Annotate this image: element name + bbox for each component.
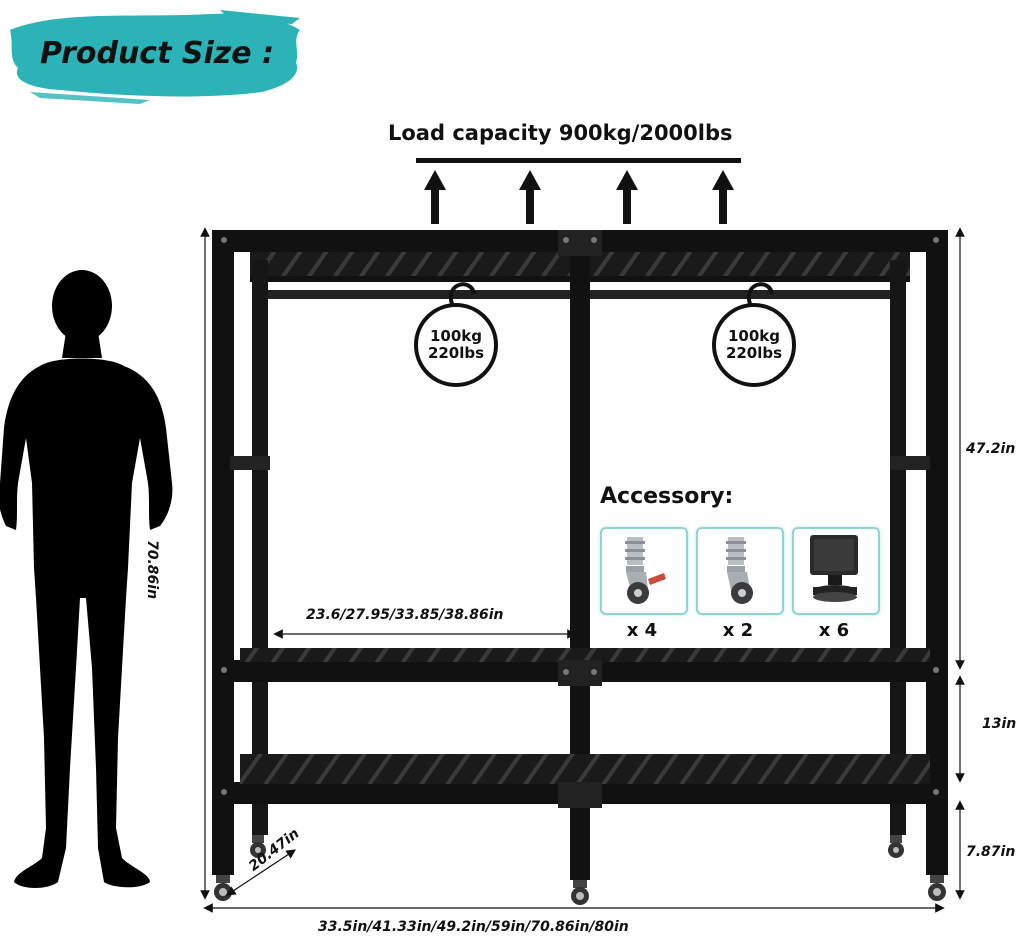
post-front-right	[926, 230, 948, 875]
up-arrow-icon	[519, 170, 541, 224]
hook-icon	[448, 282, 476, 305]
post-front-left	[212, 230, 234, 875]
hanger-load-right: 100kg 220lbs	[712, 303, 796, 387]
post-center	[570, 230, 590, 880]
storage-rack	[212, 230, 948, 905]
hanger-lbs: 220lbs	[725, 344, 783, 362]
hanger-lbs: 220lbs	[427, 344, 485, 362]
dimension-shelf-width: 23.6/27.95/33.85/38.86in	[306, 607, 504, 623]
caster-wheel-icon	[571, 880, 589, 905]
header-banner: Product Size :	[0, 0, 320, 110]
caster-wheel-icon	[888, 835, 904, 858]
hook-icon	[746, 282, 774, 305]
dimension-middle-section: 13in	[982, 716, 1017, 732]
up-arrow-icon	[616, 170, 638, 224]
dimension-top-section: 47.2in	[966, 441, 1016, 457]
dimension-bottom-section: 7.87in	[966, 844, 1016, 860]
load-bar	[416, 158, 741, 163]
hanger-hooks	[448, 282, 774, 305]
load-arrows	[424, 170, 734, 224]
caster-wheel-brake-icon	[625, 537, 666, 604]
accessory-item-caster	[696, 527, 784, 615]
load-capacity-label: Load capacity 900kg/2000lbs	[388, 121, 733, 145]
accessory-title: Accessory:	[600, 484, 734, 509]
brush-stroke-decoration	[10, 10, 300, 104]
page-title: Product Size :	[40, 36, 275, 71]
accessory-qty: x 2	[722, 620, 754, 641]
dimension-total-height: 70.86in	[144, 540, 160, 600]
caster-wheel-icon	[928, 875, 946, 901]
person-silhouette-icon	[0, 270, 173, 888]
leveling-foot-icon	[810, 535, 858, 602]
up-arrow-icon	[712, 170, 734, 224]
post-back-left	[252, 260, 268, 835]
accessory-qty: x 6	[818, 620, 850, 641]
hanger-kg: 100kg	[727, 327, 781, 345]
accessory-qty: x 4	[626, 620, 658, 641]
caster-wheel-icon	[726, 537, 753, 604]
post-back-right	[890, 260, 906, 835]
rack-frame	[212, 230, 948, 880]
accessory-item-caster-brake	[600, 527, 688, 615]
accessory-item-leveling-foot	[792, 527, 880, 615]
hanger-kg: 100kg	[429, 327, 483, 345]
up-arrow-icon	[424, 170, 446, 224]
dimension-total-width: 33.5in/41.33in/49.2in/59in/70.86in/80in	[318, 919, 629, 935]
hanger-load-left: 100kg 220lbs	[414, 303, 498, 387]
